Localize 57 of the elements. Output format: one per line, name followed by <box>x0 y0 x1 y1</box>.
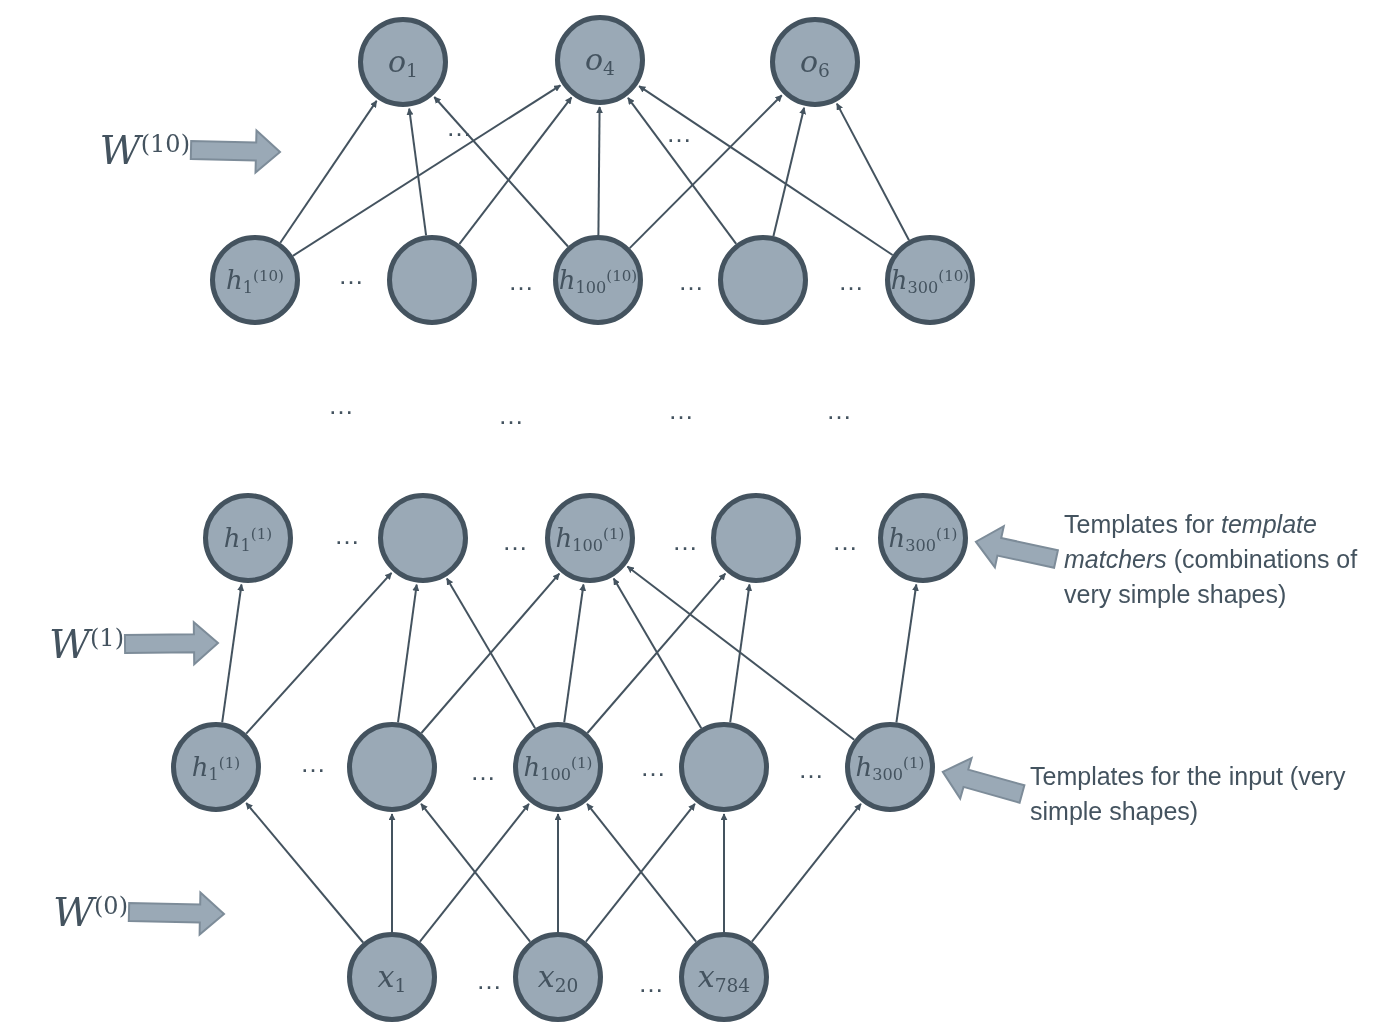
annotation-text: Templates for template matchers (combinations of very simple shapes) <box>1064 508 1359 610</box>
ellipsis-label: … <box>470 758 496 784</box>
block-arrow <box>941 756 1026 804</box>
arrow <box>554 813 562 933</box>
neuron-label: x$_{1}$ <box>377 962 407 992</box>
block-arrow <box>189 128 282 175</box>
weight-label: W$^{(10)}$ <box>99 130 190 170</box>
ellipsis-label: … <box>508 268 534 294</box>
ellipsis-label: … <box>666 120 692 146</box>
ellipsis-label: … <box>640 754 666 780</box>
arrow <box>586 572 727 734</box>
neuron-label: o$_{1}$ <box>388 47 418 77</box>
arrow <box>627 96 738 245</box>
ellipsis-label: … <box>668 397 694 423</box>
arrow <box>628 94 783 250</box>
arrow <box>279 99 378 244</box>
ellipsis-label: … <box>476 967 502 993</box>
arrow <box>638 85 894 256</box>
ellipsis-label: … <box>826 397 852 423</box>
arrow <box>729 583 753 724</box>
arrow <box>895 583 919 724</box>
weight-label: W$^{(0)}$ <box>52 892 128 932</box>
weight-label: W$^{(1)}$ <box>48 624 124 664</box>
arrow <box>245 571 393 735</box>
ellipsis-label: … <box>672 528 698 554</box>
arrow <box>458 96 573 246</box>
arrow <box>596 106 604 236</box>
ellipsis-label: … <box>334 522 360 548</box>
arrow <box>750 802 862 943</box>
arrow <box>563 583 587 724</box>
ellipsis-label: … <box>300 750 326 776</box>
block-arrow <box>974 524 1060 570</box>
ellipsis-label: … <box>502 528 528 554</box>
ellipsis-label: … <box>338 262 364 288</box>
ellipsis-label: … <box>798 756 824 782</box>
ellipsis-label: … <box>638 970 664 996</box>
arrow <box>388 813 396 933</box>
arrow <box>221 583 245 724</box>
ellipsis-label: … <box>832 528 858 554</box>
arrow <box>626 565 856 741</box>
arrow <box>397 583 420 724</box>
ellipsis-label: … <box>838 268 864 294</box>
arrow <box>720 813 728 933</box>
arrow <box>433 96 569 248</box>
arrow <box>420 572 561 734</box>
annotation-text: Templates for the input (very simple shapes) <box>1030 761 1347 827</box>
ellipsis-label: … <box>498 402 524 428</box>
neuron-label: o$_{4}$ <box>585 45 615 75</box>
block-arrow <box>127 890 226 937</box>
arrow <box>406 107 428 237</box>
neuron-label: o$_{6}$ <box>800 47 830 77</box>
arrow <box>245 802 365 944</box>
neuron-label: x$_{20}$ <box>537 962 579 992</box>
neuron-label: x$_{784}$ <box>697 962 751 992</box>
block-arrow <box>123 620 220 667</box>
ellipsis-label: … <box>328 392 354 418</box>
ellipsis-label: … <box>678 268 704 294</box>
